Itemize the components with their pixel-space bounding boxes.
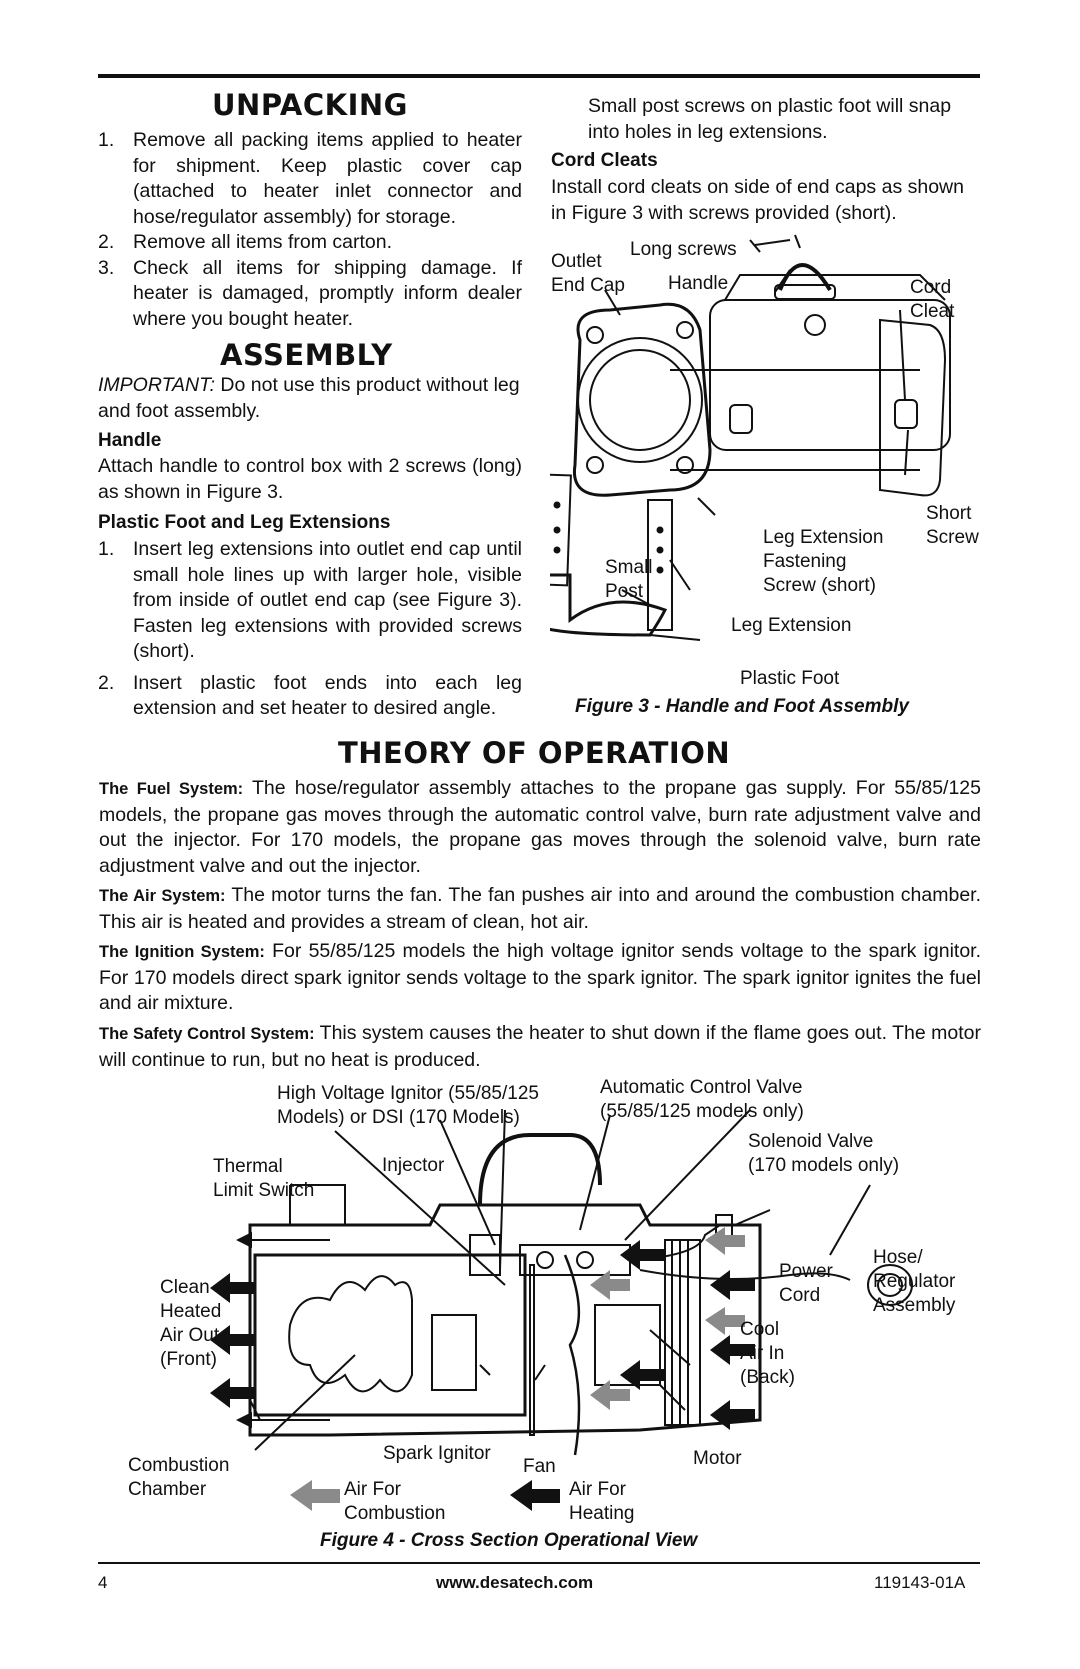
fig4-label-cool-air-in: Cool Air In (Back) (740, 1319, 795, 1388)
unpacking-heading: UNPACKING (212, 88, 408, 122)
top-rule (98, 74, 980, 78)
handle-text: Attach handle to control box with 2 scre… (98, 455, 522, 503)
post-screws-text: Small post screws on plastic foot will s… (588, 95, 952, 143)
cross-section-figure (210, 1109, 913, 1511)
fig3-label-long-screws: Long screws (630, 239, 737, 260)
fig3-label-plastic-foot: Plastic Foot (740, 668, 840, 689)
fig4-label-clean-air-out: Clean Heated Air Out (Front) (160, 1277, 222, 1370)
page-number: 4 (98, 1573, 108, 1592)
fig3-label-leg-extension-screw: Leg Extension Fastening Screw (short) (763, 527, 884, 596)
footer-url: www.desatech.com (436, 1573, 594, 1592)
fig4-label-motor: Motor (693, 1448, 742, 1469)
list-item: 2.Insert plastic foot ends into each leg… (98, 671, 522, 720)
theory-heading: THEORY OF OPERATION (338, 736, 731, 770)
fig4-label-fan: Fan (523, 1456, 556, 1477)
fig3-label-outlet-end-cap: Outlet End Cap (551, 251, 625, 296)
safety-system-paragraph: The Safety Control System: This system c… (99, 1022, 981, 1071)
fig4-label-hv-ignitor: High Voltage Ignitor (55/85/125 Models) … (277, 1083, 539, 1128)
fig4-legend-air-combustion: Air For Combustion (344, 1479, 446, 1524)
fig4-label-spark-ignitor: Spark Ignitor (383, 1443, 491, 1464)
figure3-caption: Figure 3 - Handle and Foot Assembly (575, 696, 909, 717)
foot-list: 1.Insert leg extensions into outlet end … (98, 537, 522, 722)
list-item: 1.Remove all packing items applied to he… (98, 129, 522, 228)
doc-number: 119143-01A (874, 1573, 966, 1592)
cord-cleats-text: Install cord cleats on side of end caps … (551, 176, 964, 224)
list-item: 3.Check all items for shipping damage. I… (98, 256, 522, 330)
handle-heading: Handle (98, 430, 162, 451)
bottom-rule (98, 1562, 980, 1564)
fig4-label-thermal-limit-switch: Thermal Limit Switch (213, 1156, 315, 1201)
assembly-heading: ASSEMBLY (220, 338, 393, 372)
figure4-caption: Figure 4 - Cross Section Operational Vie… (320, 1530, 698, 1551)
ignition-system-paragraph: The Ignition System: For 55/85/125 model… (99, 940, 981, 1014)
fig4-label-hose-regulator: Hose/ Regulator Assembly (873, 1247, 956, 1316)
fig4-legend-air-heating: Air For Heating (569, 1479, 635, 1524)
fig4-label-solenoid-valve: Solenoid Valve (170 models only) (748, 1131, 900, 1176)
fig3-label-cord-cleat: Cord Cleat (910, 277, 955, 322)
fig3-label-leg-extension: Leg Extension (731, 615, 852, 636)
air-system-paragraph: The Air System: The motor turns the fan.… (99, 884, 981, 933)
fig3-label-short-screw: Short Screw (926, 503, 979, 548)
important-note: IMPORTANT: Do not use this product witho… (98, 374, 520, 422)
fuel-system-paragraph: The Fuel System: The hose/regulator asse… (99, 777, 981, 877)
fig4-label-injector: Injector (382, 1155, 445, 1176)
handle-foot-assembly-figure (550, 234, 951, 641)
fig3-label-handle: Handle (668, 273, 729, 294)
cord-cleats-heading: Cord Cleats (551, 150, 658, 171)
unpacking-list: 1.Remove all packing items applied to he… (98, 128, 522, 332)
fig4-label-combustion-chamber: Combustion Chamber (128, 1455, 230, 1500)
fig4-label-auto-valve: Automatic Control Valve (55/85/125 model… (600, 1077, 804, 1122)
foot-heading: Plastic Foot and Leg Extensions (98, 512, 391, 533)
list-item: 2.Remove all items from carton. (98, 231, 392, 253)
list-item: 1.Insert leg extensions into outlet end … (98, 538, 522, 662)
fig3-label-small-post: Small Post (605, 557, 653, 602)
fig4-label-power-cord: Power Cord (779, 1261, 833, 1306)
